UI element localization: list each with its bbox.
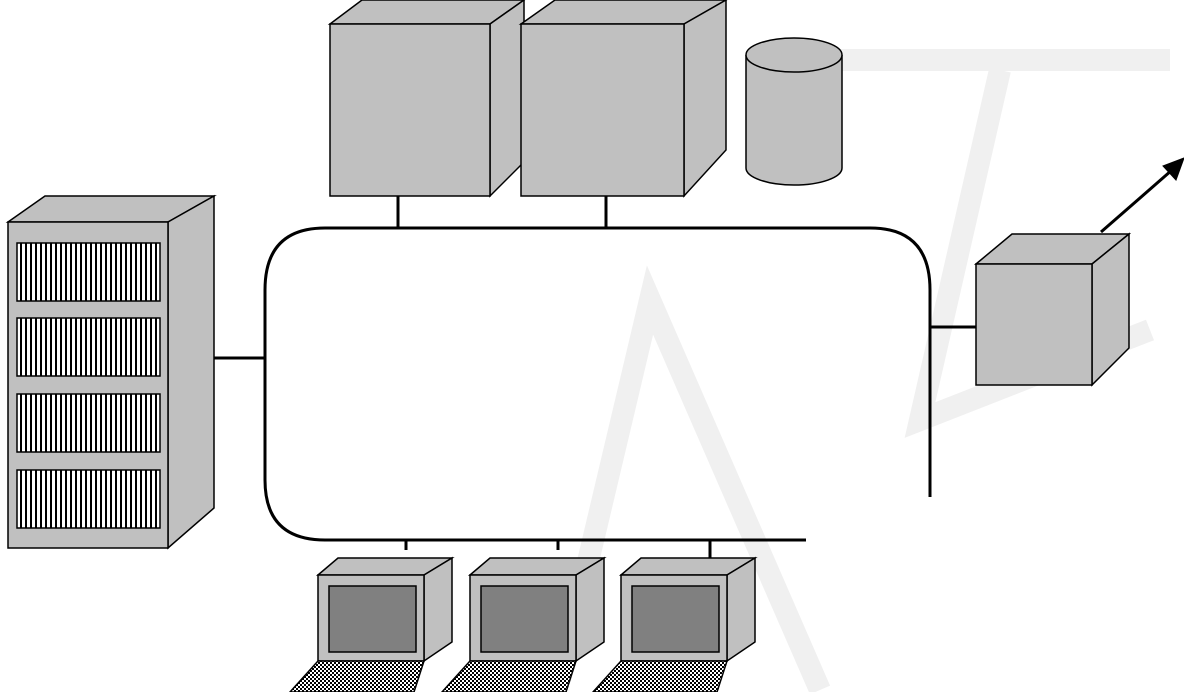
workstation-icon <box>440 556 607 692</box>
workstation-icon <box>591 556 758 692</box>
keyboard <box>288 660 426 692</box>
rack-server-icon <box>5 194 217 550</box>
external-link-arrow-icon <box>1100 157 1184 234</box>
keyboard <box>440 660 578 692</box>
connection-lines <box>214 196 976 558</box>
rack-unit-1 <box>16 242 161 302</box>
database-cylinder-icon <box>745 37 843 186</box>
workstation-icon <box>288 556 455 692</box>
server-cube-icon <box>518 0 728 198</box>
keyboard <box>591 660 729 692</box>
rack-unit-2 <box>16 317 161 377</box>
network-bus <box>263 226 932 542</box>
screen <box>480 585 569 653</box>
rack-unit-3 <box>16 393 161 453</box>
screen <box>328 585 417 653</box>
screen <box>631 585 720 653</box>
server-cube-icon <box>327 0 526 198</box>
rack-unit-4 <box>16 469 161 529</box>
gateway-cube-icon <box>973 232 1132 387</box>
